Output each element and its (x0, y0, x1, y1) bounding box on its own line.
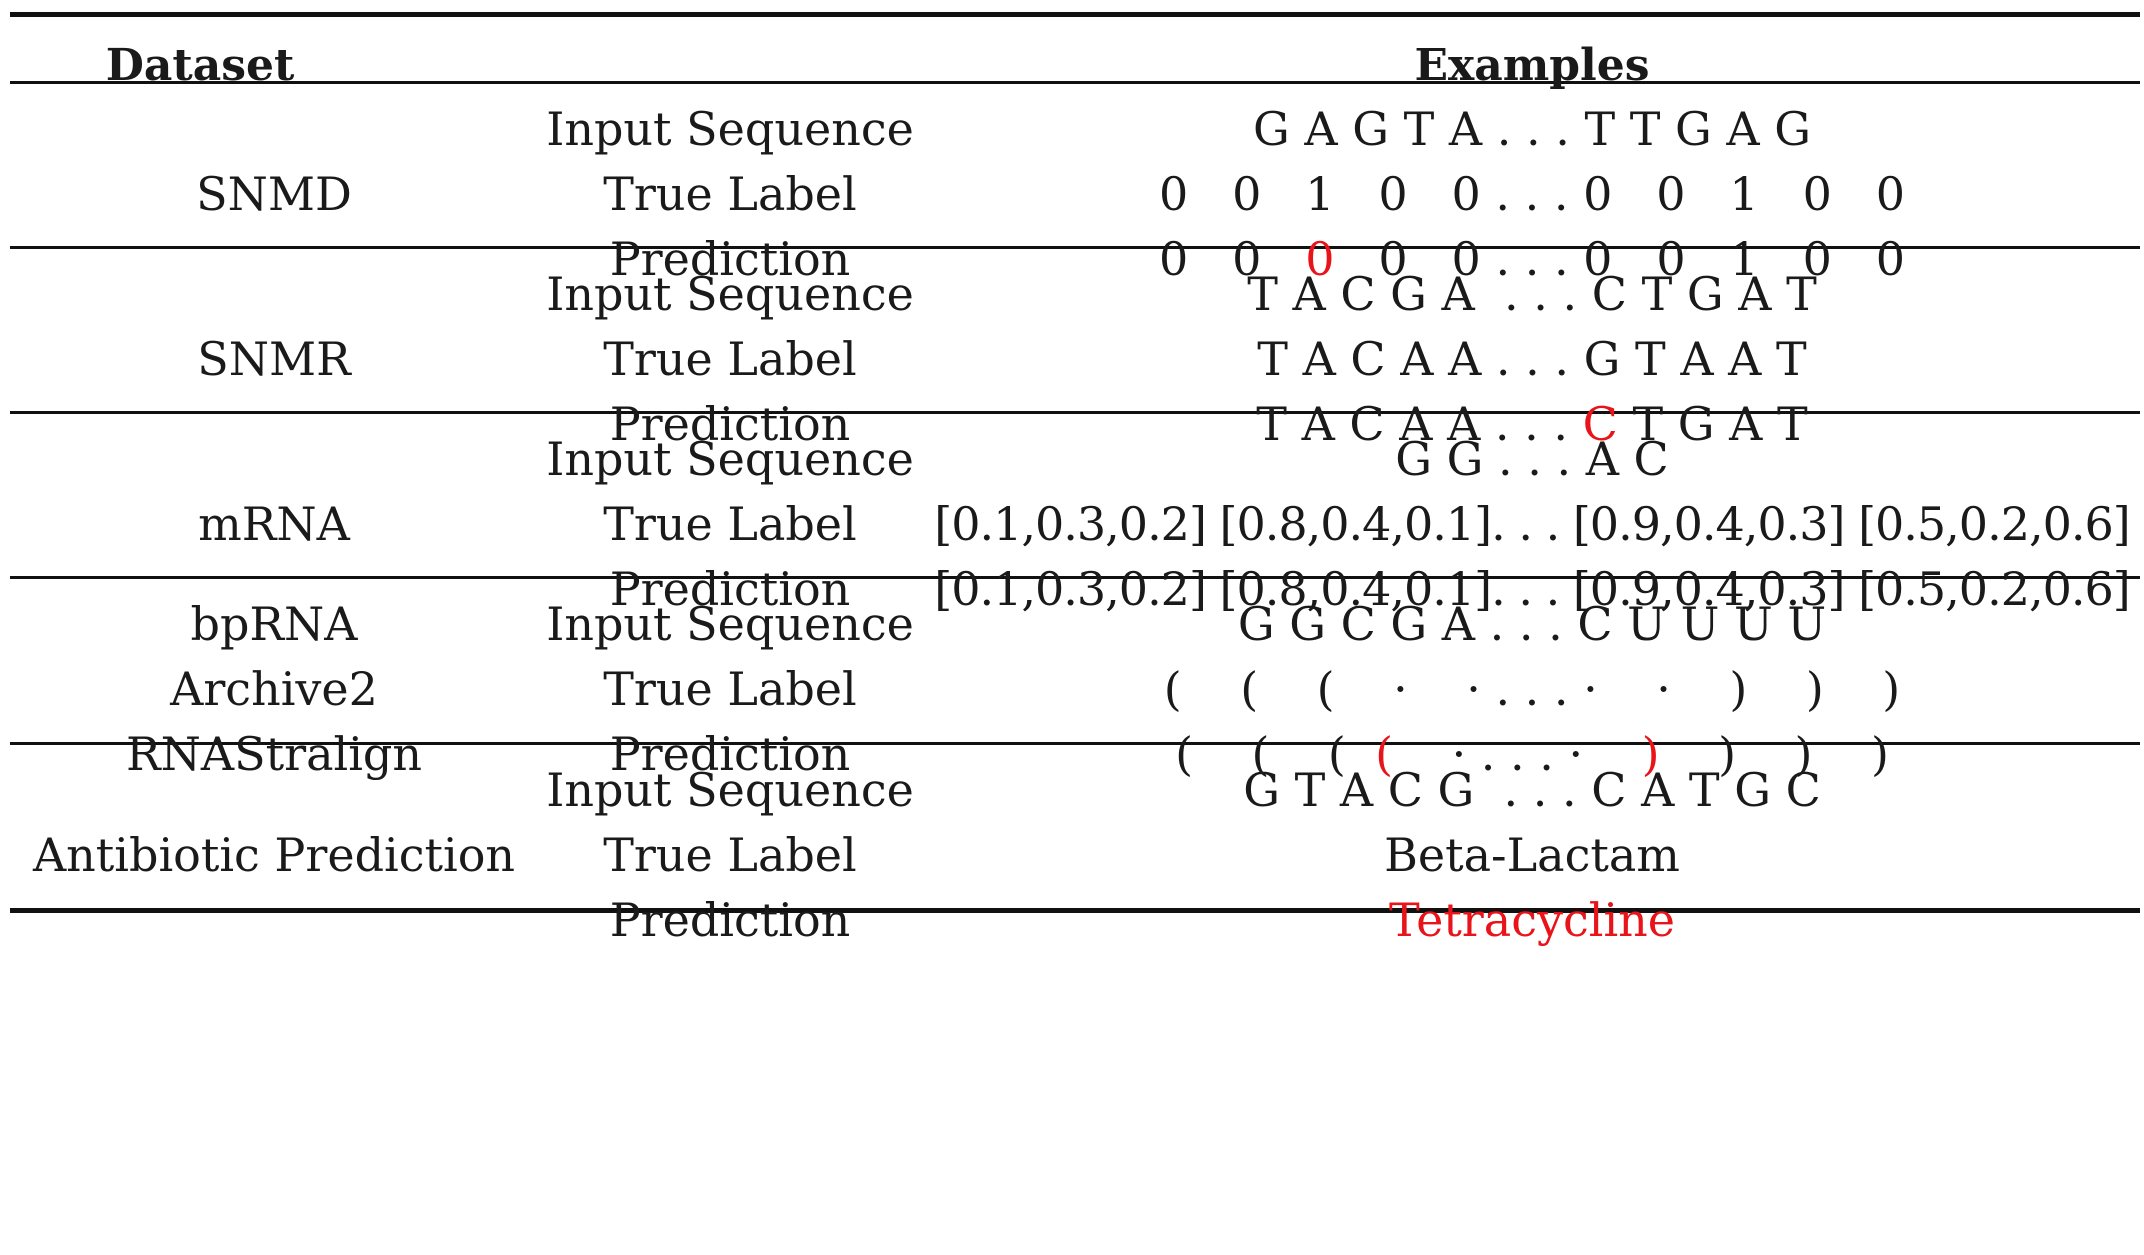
example-true-label: ( ( ( · · . . . · · ) ) ) (920, 660, 2144, 718)
row-label-pred: Prediction (609, 232, 851, 286)
token: 0 0 (1159, 232, 1306, 286)
highlighted-token: ( (1375, 727, 1394, 781)
example-input: G T A C G . . . C A T G C (920, 761, 2144, 819)
highlighted-token: 0 (1305, 232, 1335, 286)
dataset-name: mRNA (198, 497, 350, 551)
row-label-true: True Label (603, 497, 857, 551)
example-true-label: Beta-Lactam (920, 826, 2144, 884)
example-prediction: Tetracycline (920, 891, 2144, 949)
example-true-label: [0.1,0.3,0.2] [0.8,0.4,0.1]. . . [0.9,0.… (920, 495, 2144, 553)
dataset-name: SNMD (196, 167, 352, 221)
token: ( ( ( · · . . . · · ) ) ) (1163, 662, 1901, 716)
token: G A G T A . . . T T G A G (1252, 102, 1812, 156)
token: T G A T (1617, 397, 1808, 451)
token: ( ( ( (1175, 727, 1376, 781)
token: [0.1,0.3,0.2] [0.8,0.4,0.1]. . . [0.9,0.… (934, 497, 2130, 551)
group-divider (10, 411, 2140, 414)
row-label-input: Input Sequence (546, 432, 914, 486)
top-rule (10, 12, 2140, 17)
example-prediction: 0 0 0 0 0 . . . 0 0 1 0 0 (920, 230, 2144, 288)
token: 0 0 . . . 0 0 1 0 0 (1334, 232, 1905, 286)
row-label-true: True Label (603, 828, 857, 882)
row-label-true: True Label (603, 662, 857, 716)
row-label-true: True Label (603, 167, 857, 221)
group-divider (10, 246, 2140, 249)
row-label-input: Input Sequence (546, 763, 914, 817)
example-input: T A C G A . . . C T G A T (920, 265, 2144, 323)
token: · . . . · (1393, 727, 1642, 781)
token: G T A C G . . . C A T G C (1243, 763, 1821, 817)
token: ) ) ) (1659, 727, 1889, 781)
group-divider (10, 742, 2140, 745)
token: G G . . . A C (1395, 432, 1669, 486)
row-label-true: True Label (603, 332, 857, 386)
row-label-pred: Prediction (609, 397, 851, 451)
example-input: G G C G A . . . C U U U U (920, 595, 2144, 653)
token: T A C G A . . . C T G A T (1247, 267, 1817, 321)
row-label-pred: Prediction (609, 893, 851, 947)
example-true-label: 0 0 1 0 0 . . . 0 0 1 0 0 (920, 165, 2144, 223)
token: 0 0 1 0 0 . . . 0 0 1 0 0 (1159, 167, 1905, 221)
highlighted-token: ) (1641, 727, 1660, 781)
bottom-rule (10, 908, 2140, 913)
dataset-name: Archive2 (170, 662, 378, 716)
token: [0.1,0.3,0.2] [0.8,0.4,0.1]. . . [0.9,0.… (934, 562, 2130, 616)
row-label-input: Input Sequence (546, 597, 914, 651)
example-prediction: T A C A A . . . C T G A T (920, 395, 2144, 453)
dataset-name: Antibiotic Prediction (32, 828, 516, 882)
row-label-pred: Prediction (609, 562, 851, 616)
dataset-name: bpRNA (190, 597, 358, 651)
header-rule (10, 81, 2140, 84)
token: T A C A A . . . (1256, 397, 1583, 451)
row-label-pred: Prediction (609, 727, 851, 781)
dataset-name: SNMR (197, 332, 351, 386)
token: G G C G A . . . C U U U U (1237, 597, 1827, 651)
group-divider (10, 576, 2140, 579)
example-input: G A G T A . . . T T G A G (920, 100, 2144, 158)
examples-header: Examples (1414, 40, 1650, 91)
highlighted-token: Tetracycline (1388, 893, 1676, 947)
example-true-label: T A C A A . . . G T A A T (920, 330, 2144, 388)
dataset-name: RNAStralign (125, 727, 422, 781)
row-label-input: Input Sequence (546, 267, 914, 321)
example-prediction: [0.1,0.3,0.2] [0.8,0.4,0.1]. . . [0.9,0.… (920, 560, 2144, 618)
highlighted-token: C (1582, 397, 1618, 451)
example-input: G G . . . A C (920, 430, 2144, 488)
token: Beta-Lactam (1384, 828, 1680, 882)
example-prediction: ( ( ( ( · . . . · ) ) ) ) (920, 725, 2144, 783)
token: T A C A A . . . G T A A T (1257, 332, 1807, 386)
row-label-input: Input Sequence (546, 102, 914, 156)
dataset-header: Dataset (105, 40, 295, 91)
